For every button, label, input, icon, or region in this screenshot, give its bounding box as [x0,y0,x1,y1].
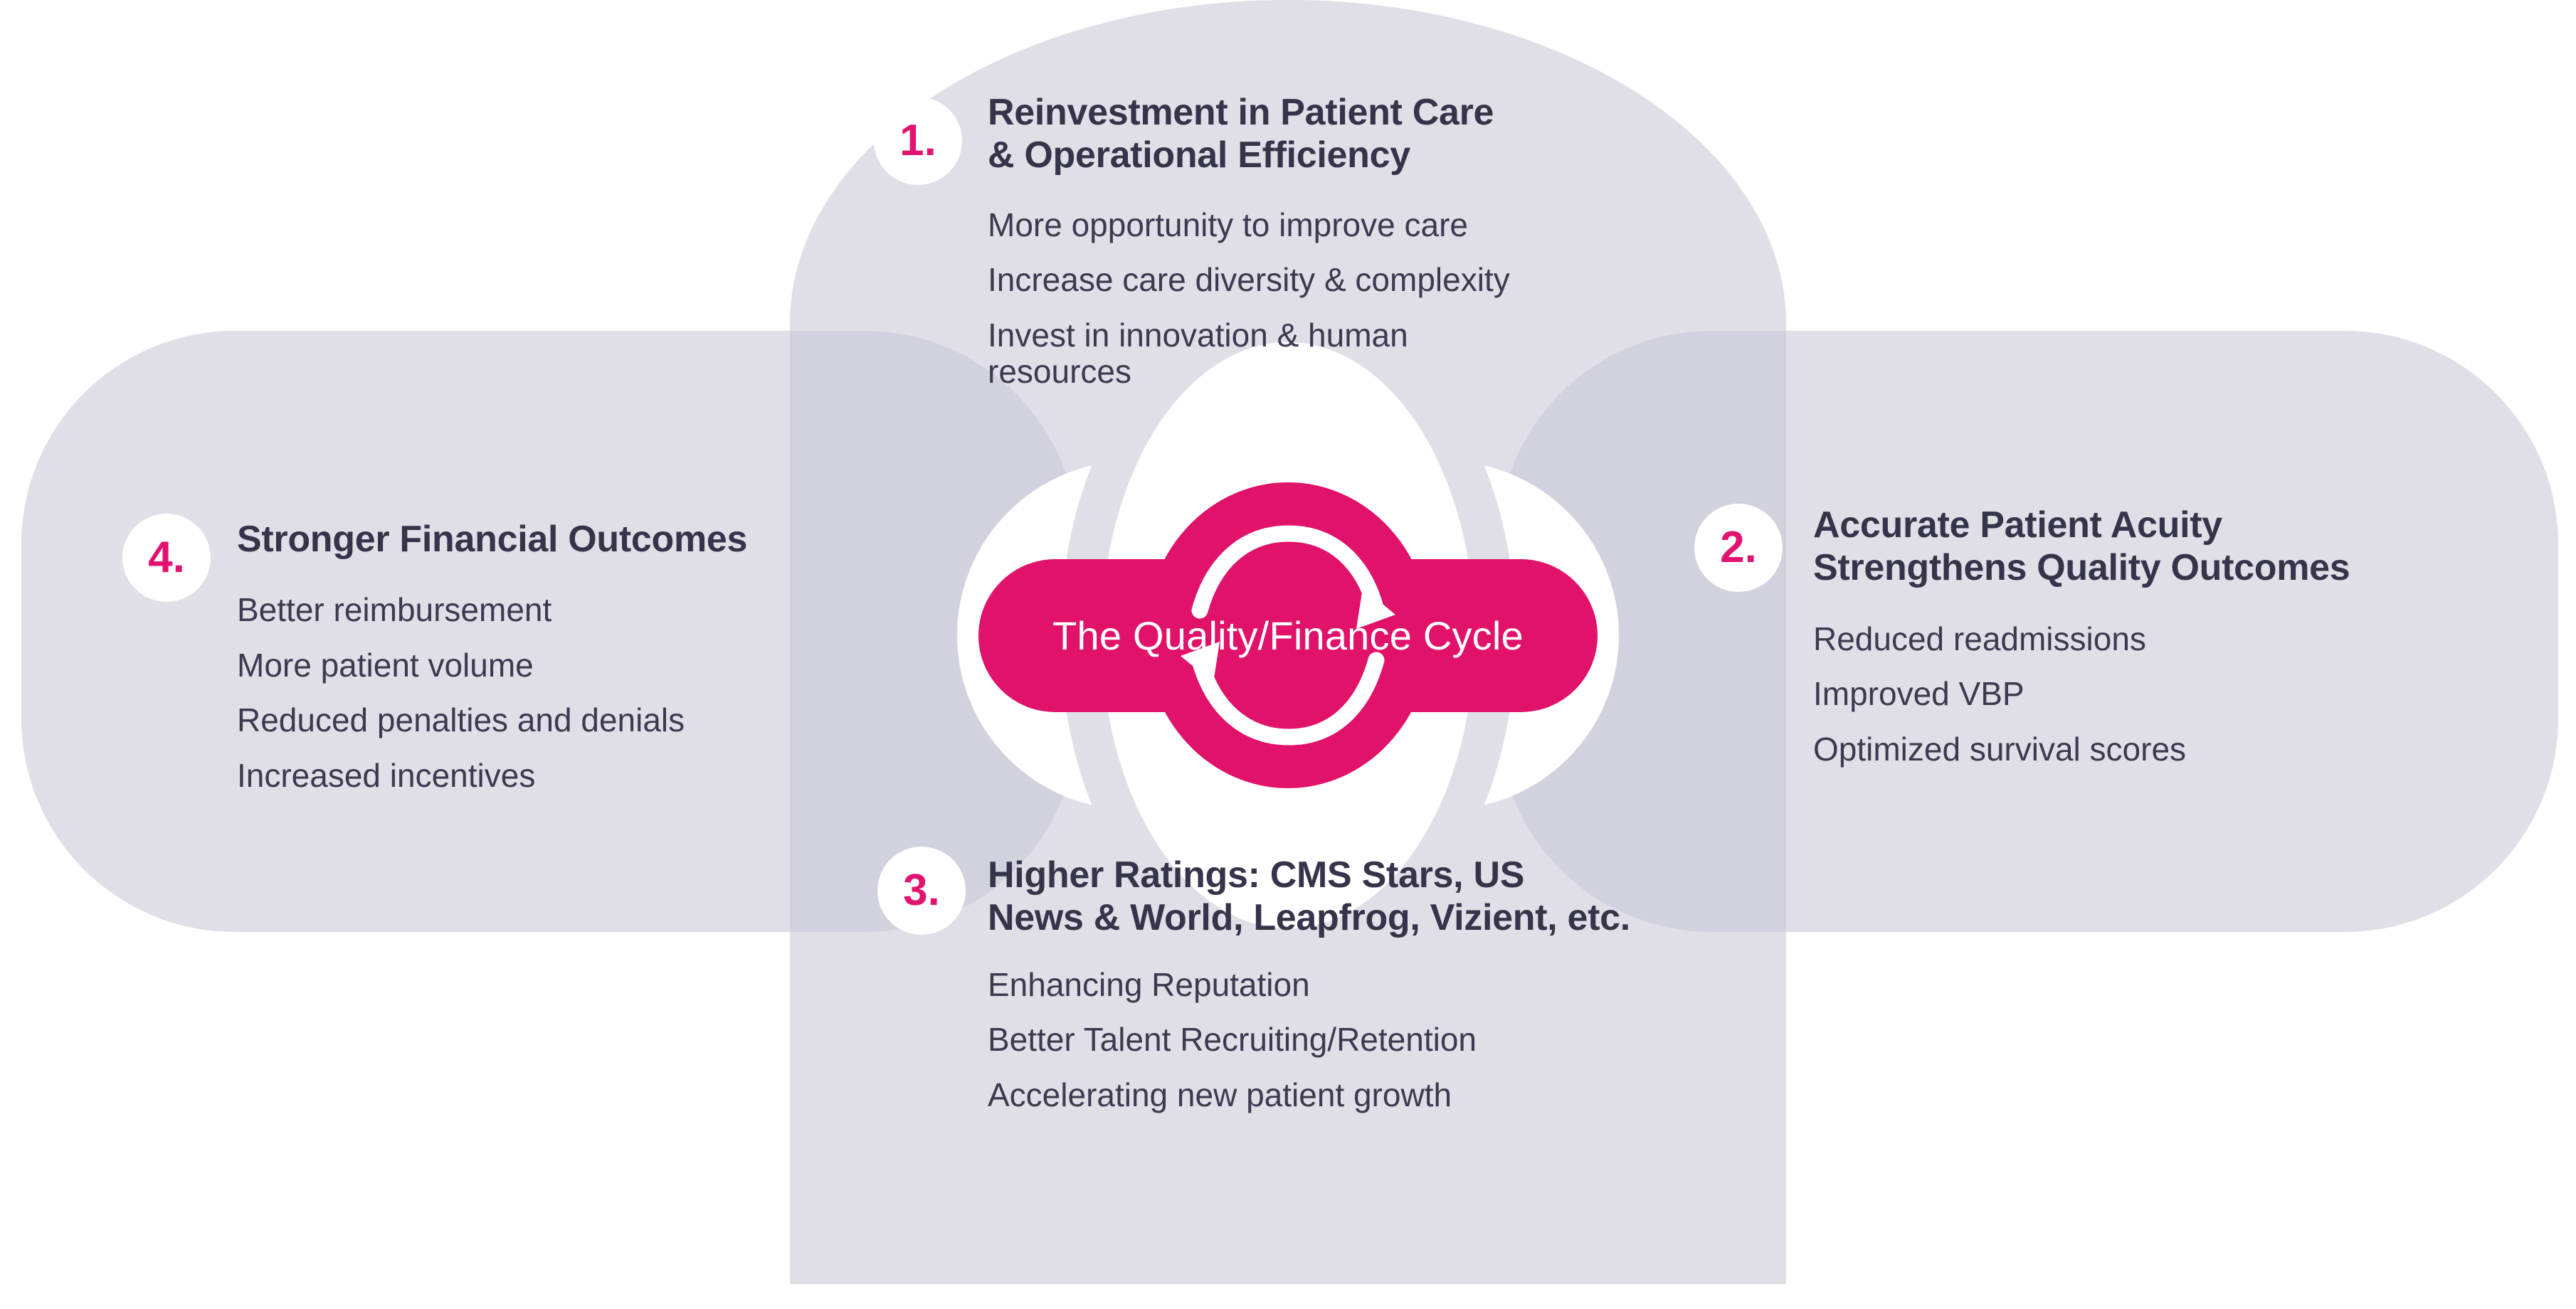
badge-number-3: 3. [877,847,966,935]
list-item: Reduced readmissions [1813,620,2146,657]
quadrant-right-title: Accurate Patient Acuity Strengthens Qual… [1813,504,2350,589]
list-item: Improved VBP [1813,675,2025,713]
quadrant-left: Stronger Financial Outcomes Better reimb… [237,518,920,794]
list-item: Increased incentives [237,756,536,794]
hub-horizontal-pill [978,559,1598,712]
quadrant-bottom-list: Enhancing Reputation Better Talent Recru… [988,965,1763,1114]
panel-right-reassert [1610,331,2558,932]
list-item: Reduced penalties and denials [237,701,685,739]
list-item: Better Talent Recruiting/Retention [988,1021,1477,1059]
list-item: Better reimbursement [237,591,552,629]
list-item: More patient volume [237,646,534,684]
list-item: Invest in innovation & human resources [988,316,1408,391]
list-item: Enhancing Reputation [988,965,1310,1003]
quadrant-left-list: Better reimbursement More patient volume… [237,592,920,794]
list-item: Optimized survival scores [1813,730,2187,768]
list-item: Accelerating new patient growth [988,1076,1452,1113]
list-item: More opportunity to improve care [988,206,1468,243]
panel-left-reassert [21,331,968,932]
circular-arrows-cycle-icon [1181,525,1395,746]
badge-number-1: 1. [874,97,962,185]
quadrant-top-title: Reinvestment in Patient Care & Operation… [988,92,1494,176]
badge-number-4: 4. [122,514,211,602]
list-item: Increase care diversity & complexity [988,261,1510,299]
quadrant-bottom: Higher Ratings: CMS Stars, US News & Wor… [988,854,1763,1113]
quadrant-right-list: Reduced readmissions Improved VBP Optimi… [1813,620,2496,768]
center-hub: The Quality/Finance Cycle [978,482,1598,788]
badge-number-2: 2. [1694,504,1783,592]
quadrant-top-list: More opportunity to improve care Increas… [988,206,1699,391]
quadrant-top: Reinvestment in Patient Care & Operation… [988,91,1699,391]
quadrant-left-title: Stronger Financial Outcomes [237,519,748,560]
quadrant-right: Accurate Patient Acuity Strengthens Qual… [1813,504,2496,768]
quadrant-bottom-title: Higher Ratings: CMS Stars, US News & Wor… [988,854,1630,939]
